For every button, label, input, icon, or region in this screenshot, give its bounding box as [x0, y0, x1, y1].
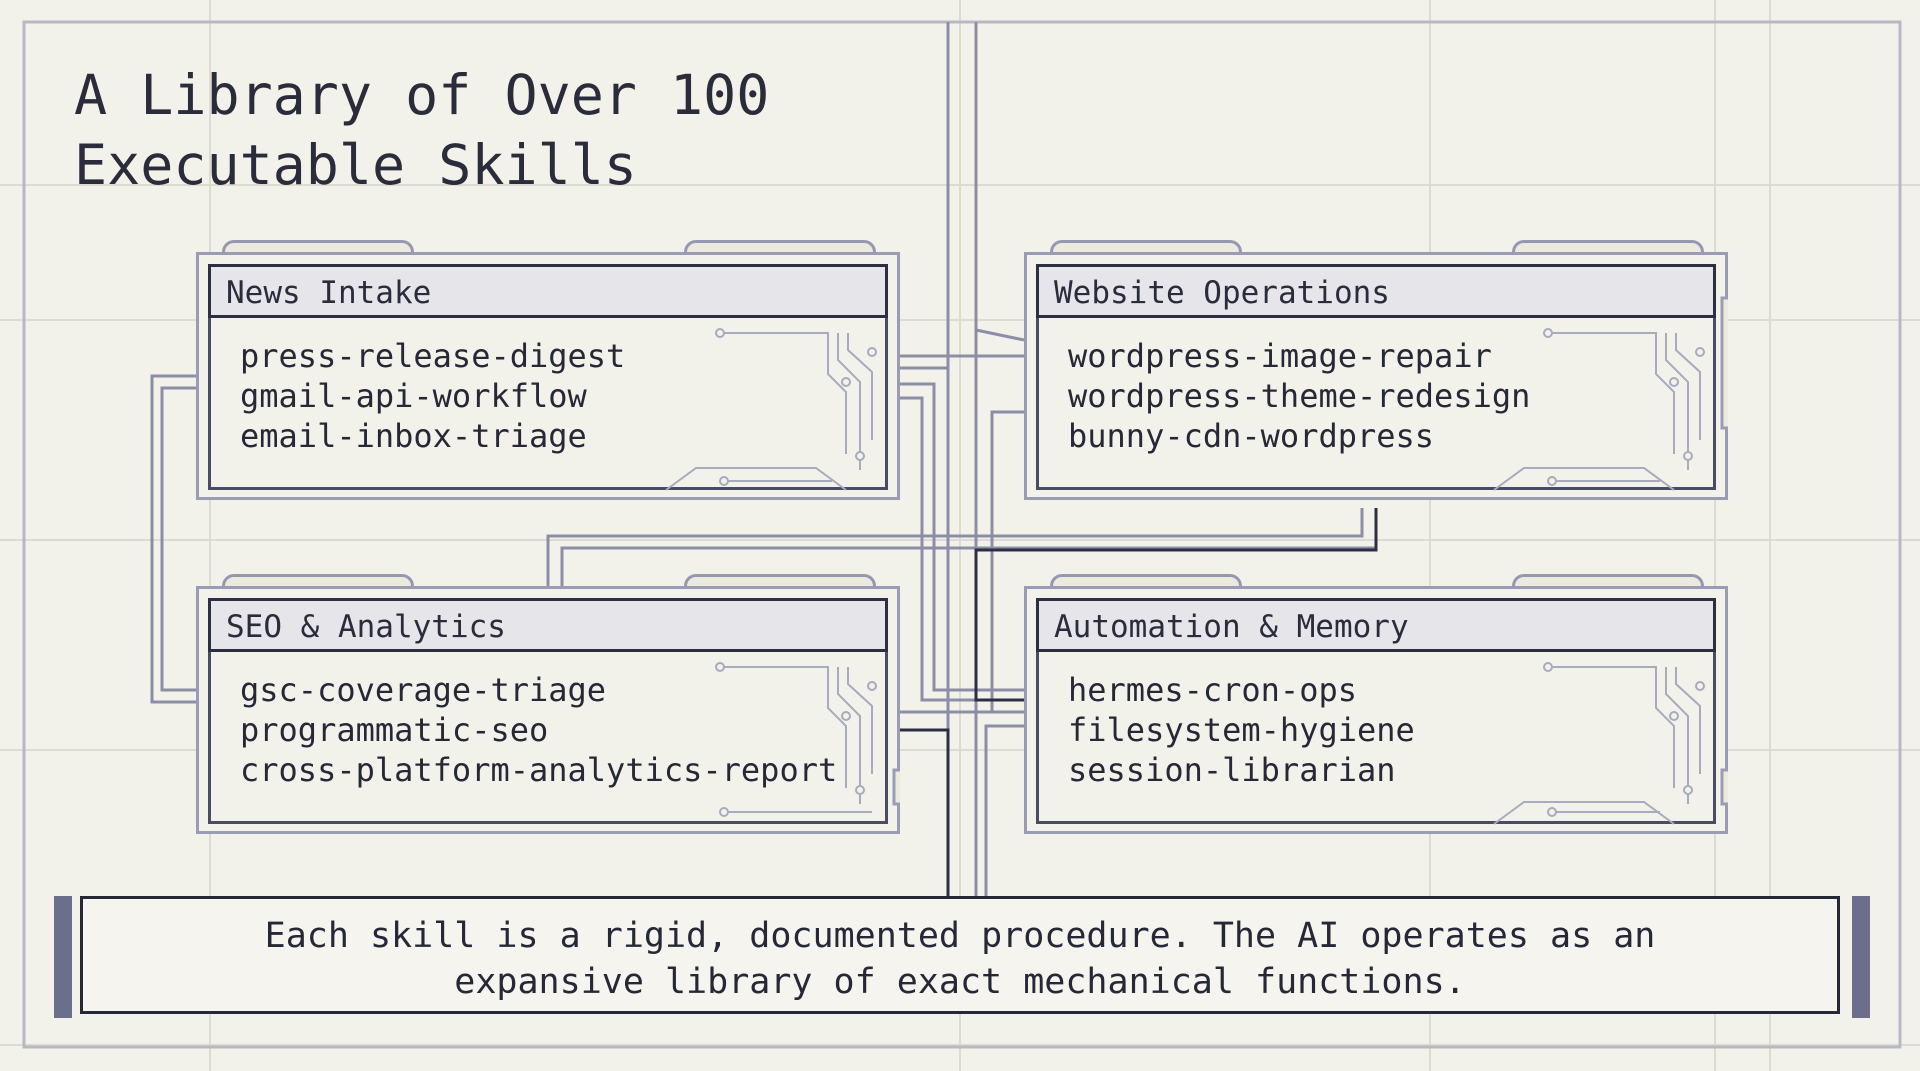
skill-group-panel: News Intake press-release-digest gmail-a… [196, 240, 900, 500]
skill-item: hermes-cron-ops [1068, 671, 1357, 709]
footer-accent-bar-left [54, 896, 72, 1018]
panel-header [1036, 598, 1716, 652]
page-title-line-2: Executable Skills [74, 133, 637, 197]
panel-header [208, 598, 888, 652]
skill-item: programmatic-seo [240, 711, 549, 749]
skill-item: email-inbox-triage [240, 417, 587, 455]
skill-item: press-release-digest [240, 337, 626, 375]
footer-caption-box: Each skill is a rigid, documented proced… [80, 896, 1840, 1014]
footer-accent-bar-right [1852, 896, 1870, 1018]
skill-list: gsc-coverage-triage programmatic-seo cro… [240, 670, 837, 790]
panel-header [208, 264, 888, 318]
panel-header [1036, 264, 1716, 318]
skill-item: session-librarian [1068, 751, 1396, 789]
group-title: Automation & Memory [1054, 609, 1409, 645]
page-title: A Library of Over 100 Executable Skills [74, 60, 769, 200]
skill-item: wordpress-image-repair [1068, 337, 1492, 375]
skill-item: gsc-coverage-triage [240, 671, 607, 709]
skill-group-panel: SEO & Analytics gsc-coverage-triage prog… [196, 574, 900, 834]
skill-list: hermes-cron-ops filesystem-hygiene sessi… [1068, 670, 1415, 790]
footer-caption-line-1: Each skill is a rigid, documented proced… [264, 916, 1656, 956]
group-title: News Intake [226, 275, 432, 311]
skill-item: cross-platform-analytics-report [240, 751, 838, 789]
skill-group-panel: Automation & Memory hermes-cron-ops file… [1024, 574, 1728, 834]
skill-group-panel: Website Operations wordpress-image-repai… [1024, 240, 1728, 500]
skill-item: gmail-api-workflow [240, 377, 587, 415]
footer-caption: Each skill is a rigid, documented proced… [83, 913, 1837, 1005]
outer-frame [22, 20, 1902, 1049]
skill-item: wordpress-theme-redesign [1068, 377, 1531, 415]
skill-list: press-release-digest gmail-api-workflow … [240, 336, 625, 456]
footer-caption-line-2: expansive library of exact mechanical fu… [454, 962, 1466, 1002]
group-title: SEO & Analytics [226, 609, 506, 645]
page-title-line-1: A Library of Over 100 [74, 63, 770, 127]
highlight-wires [900, 508, 1378, 896]
group-title: Website Operations [1054, 275, 1390, 311]
skill-item: bunny-cdn-wordpress [1068, 417, 1435, 455]
skill-list: wordpress-image-repair wordpress-theme-r… [1068, 336, 1530, 456]
skill-item: filesystem-hygiene [1068, 711, 1415, 749]
